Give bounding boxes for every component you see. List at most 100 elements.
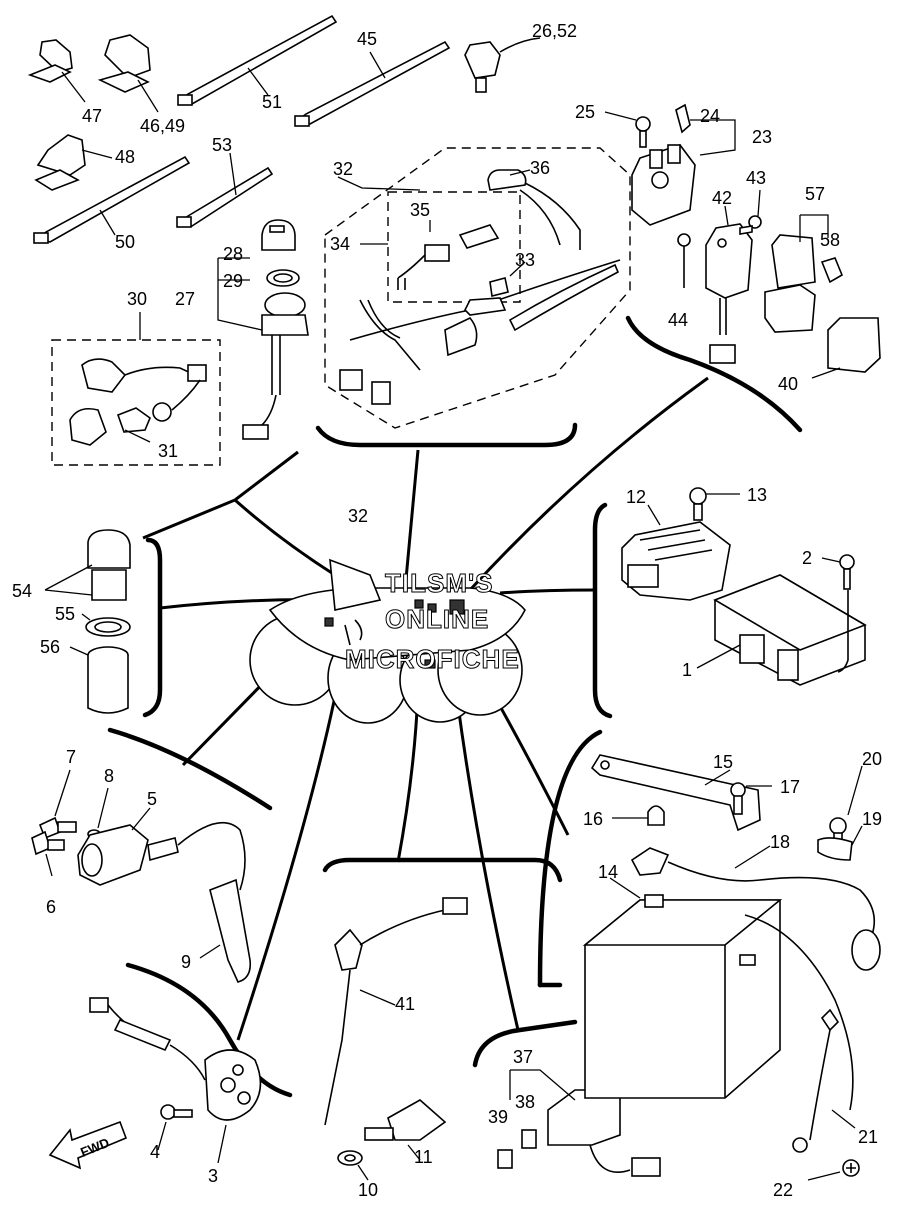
watermark-line1: TILSM'S <box>385 568 494 598</box>
cable-tie-51 <box>177 14 338 106</box>
watermark-line2: ONLINE <box>385 604 489 634</box>
callout-38: 38 <box>515 1092 535 1112</box>
ignition-coil-5 <box>77 807 246 891</box>
callout-47: 47 <box>82 106 102 126</box>
fuse-box-57 <box>764 214 829 333</box>
screw-4 <box>157 1104 193 1151</box>
clip-44 <box>677 233 691 288</box>
callout-6: 6 <box>46 897 56 917</box>
bolt-13 <box>689 487 740 521</box>
callout-48: 48 <box>115 147 135 167</box>
clip-47 <box>27 39 86 103</box>
atv-silhouette <box>249 558 526 724</box>
callout-32-top: 32 <box>333 159 353 179</box>
callout-58: 58 <box>820 230 840 250</box>
callout-30: 30 <box>127 289 147 309</box>
callout-20: 20 <box>862 749 882 769</box>
screw-22 <box>807 1159 860 1181</box>
callout-50: 50 <box>115 232 135 252</box>
fuse-38 <box>521 1129 537 1149</box>
screw-20 <box>829 765 863 850</box>
pickup-coil-3 <box>89 997 262 1164</box>
callout-25: 25 <box>575 102 595 122</box>
callout-3: 3 <box>208 1166 218 1186</box>
fuse-box-cover-40 <box>811 317 881 379</box>
callout-4: 4 <box>150 1142 160 1162</box>
callout-11: 11 <box>414 1147 433 1167</box>
positive-lead-18 <box>630 845 881 971</box>
fwd-arrow: FWD <box>48 1120 128 1170</box>
clip-46-49 <box>97 34 159 113</box>
callout-45: 45 <box>357 29 377 49</box>
bolt-2 <box>821 554 855 590</box>
callout-54: 54 <box>12 581 32 601</box>
callout-15: 15 <box>713 752 733 772</box>
callout-13: 13 <box>747 485 767 505</box>
callout-14: 14 <box>598 862 618 882</box>
callout-21: 21 <box>858 1127 878 1147</box>
callout-41: 41 <box>395 994 415 1014</box>
spark-plug-cap-9 <box>199 878 252 983</box>
watermark-line3: MICROFICHE <box>345 644 520 674</box>
callout-29: 29 <box>223 271 243 291</box>
callout-56: 56 <box>40 637 60 657</box>
callout-42: 42 <box>712 188 732 208</box>
bolt-7 <box>38 769 77 840</box>
neutral-switch-41 <box>324 897 468 1126</box>
fuse-58 <box>820 257 844 284</box>
cdi-unit-1 <box>696 574 867 686</box>
wire-harness-32 <box>324 147 631 429</box>
cable-tie-53 <box>176 152 274 228</box>
relay-37 <box>509 1069 661 1177</box>
starter-relay-23 <box>631 103 736 226</box>
bolt-17 <box>730 782 772 815</box>
battery-band-15 <box>590 754 761 832</box>
negative-lead-21 <box>744 914 856 1153</box>
callout-1: 1 <box>682 660 692 680</box>
callout-40: 40 <box>778 374 798 394</box>
callout-51: 51 <box>262 92 282 112</box>
callout-23: 23 <box>752 127 772 147</box>
oil-temp-switch-11 <box>364 1099 447 1161</box>
callout-17: 17 <box>780 777 800 797</box>
callout-labels: 47 46,49 51 45 26,52 25 24 23 48 50 53 3… <box>12 21 882 1200</box>
callout-46-49: 46,49 <box>140 116 185 136</box>
callout-12: 12 <box>626 487 646 507</box>
cap-56 <box>69 646 129 714</box>
callout-27: 27 <box>175 289 195 309</box>
handlebar-switch-box-30 <box>51 312 221 466</box>
callout-26-52: 26,52 <box>532 21 577 41</box>
clip-26-52 <box>464 37 541 93</box>
callout-16: 16 <box>583 809 603 829</box>
callout-33: 33 <box>515 250 535 270</box>
callout-9: 9 <box>181 952 191 972</box>
callout-28: 28 <box>223 244 243 264</box>
callout-8: 8 <box>104 766 114 786</box>
callout-37: 37 <box>513 1047 533 1067</box>
washer-10 <box>337 1150 369 1181</box>
battery-14 <box>582 877 783 1099</box>
clip-48 <box>34 134 113 191</box>
callout-19: 19 <box>862 809 882 829</box>
screw-43 <box>739 189 762 235</box>
callout-35: 35 <box>410 200 430 220</box>
callout-57: 57 <box>805 184 825 204</box>
clamp-19 <box>817 825 863 861</box>
cable-tie-45 <box>294 40 451 127</box>
callout-22: 22 <box>773 1180 793 1200</box>
accessory-socket-54 <box>44 529 131 601</box>
callout-53: 53 <box>212 135 232 155</box>
key-28 <box>261 219 296 251</box>
callout-18: 18 <box>770 832 790 852</box>
callout-24: 24 <box>700 106 720 126</box>
nut-55 <box>81 613 131 637</box>
nut-29 <box>266 269 300 287</box>
callout-7: 7 <box>66 747 76 767</box>
callout-55: 55 <box>55 604 75 624</box>
rectifier-12 <box>621 504 731 601</box>
leader-lines <box>142 376 709 1041</box>
callout-34: 34 <box>330 234 350 254</box>
fuse-holder-42 <box>705 205 753 364</box>
callout-10: 10 <box>358 1180 378 1200</box>
